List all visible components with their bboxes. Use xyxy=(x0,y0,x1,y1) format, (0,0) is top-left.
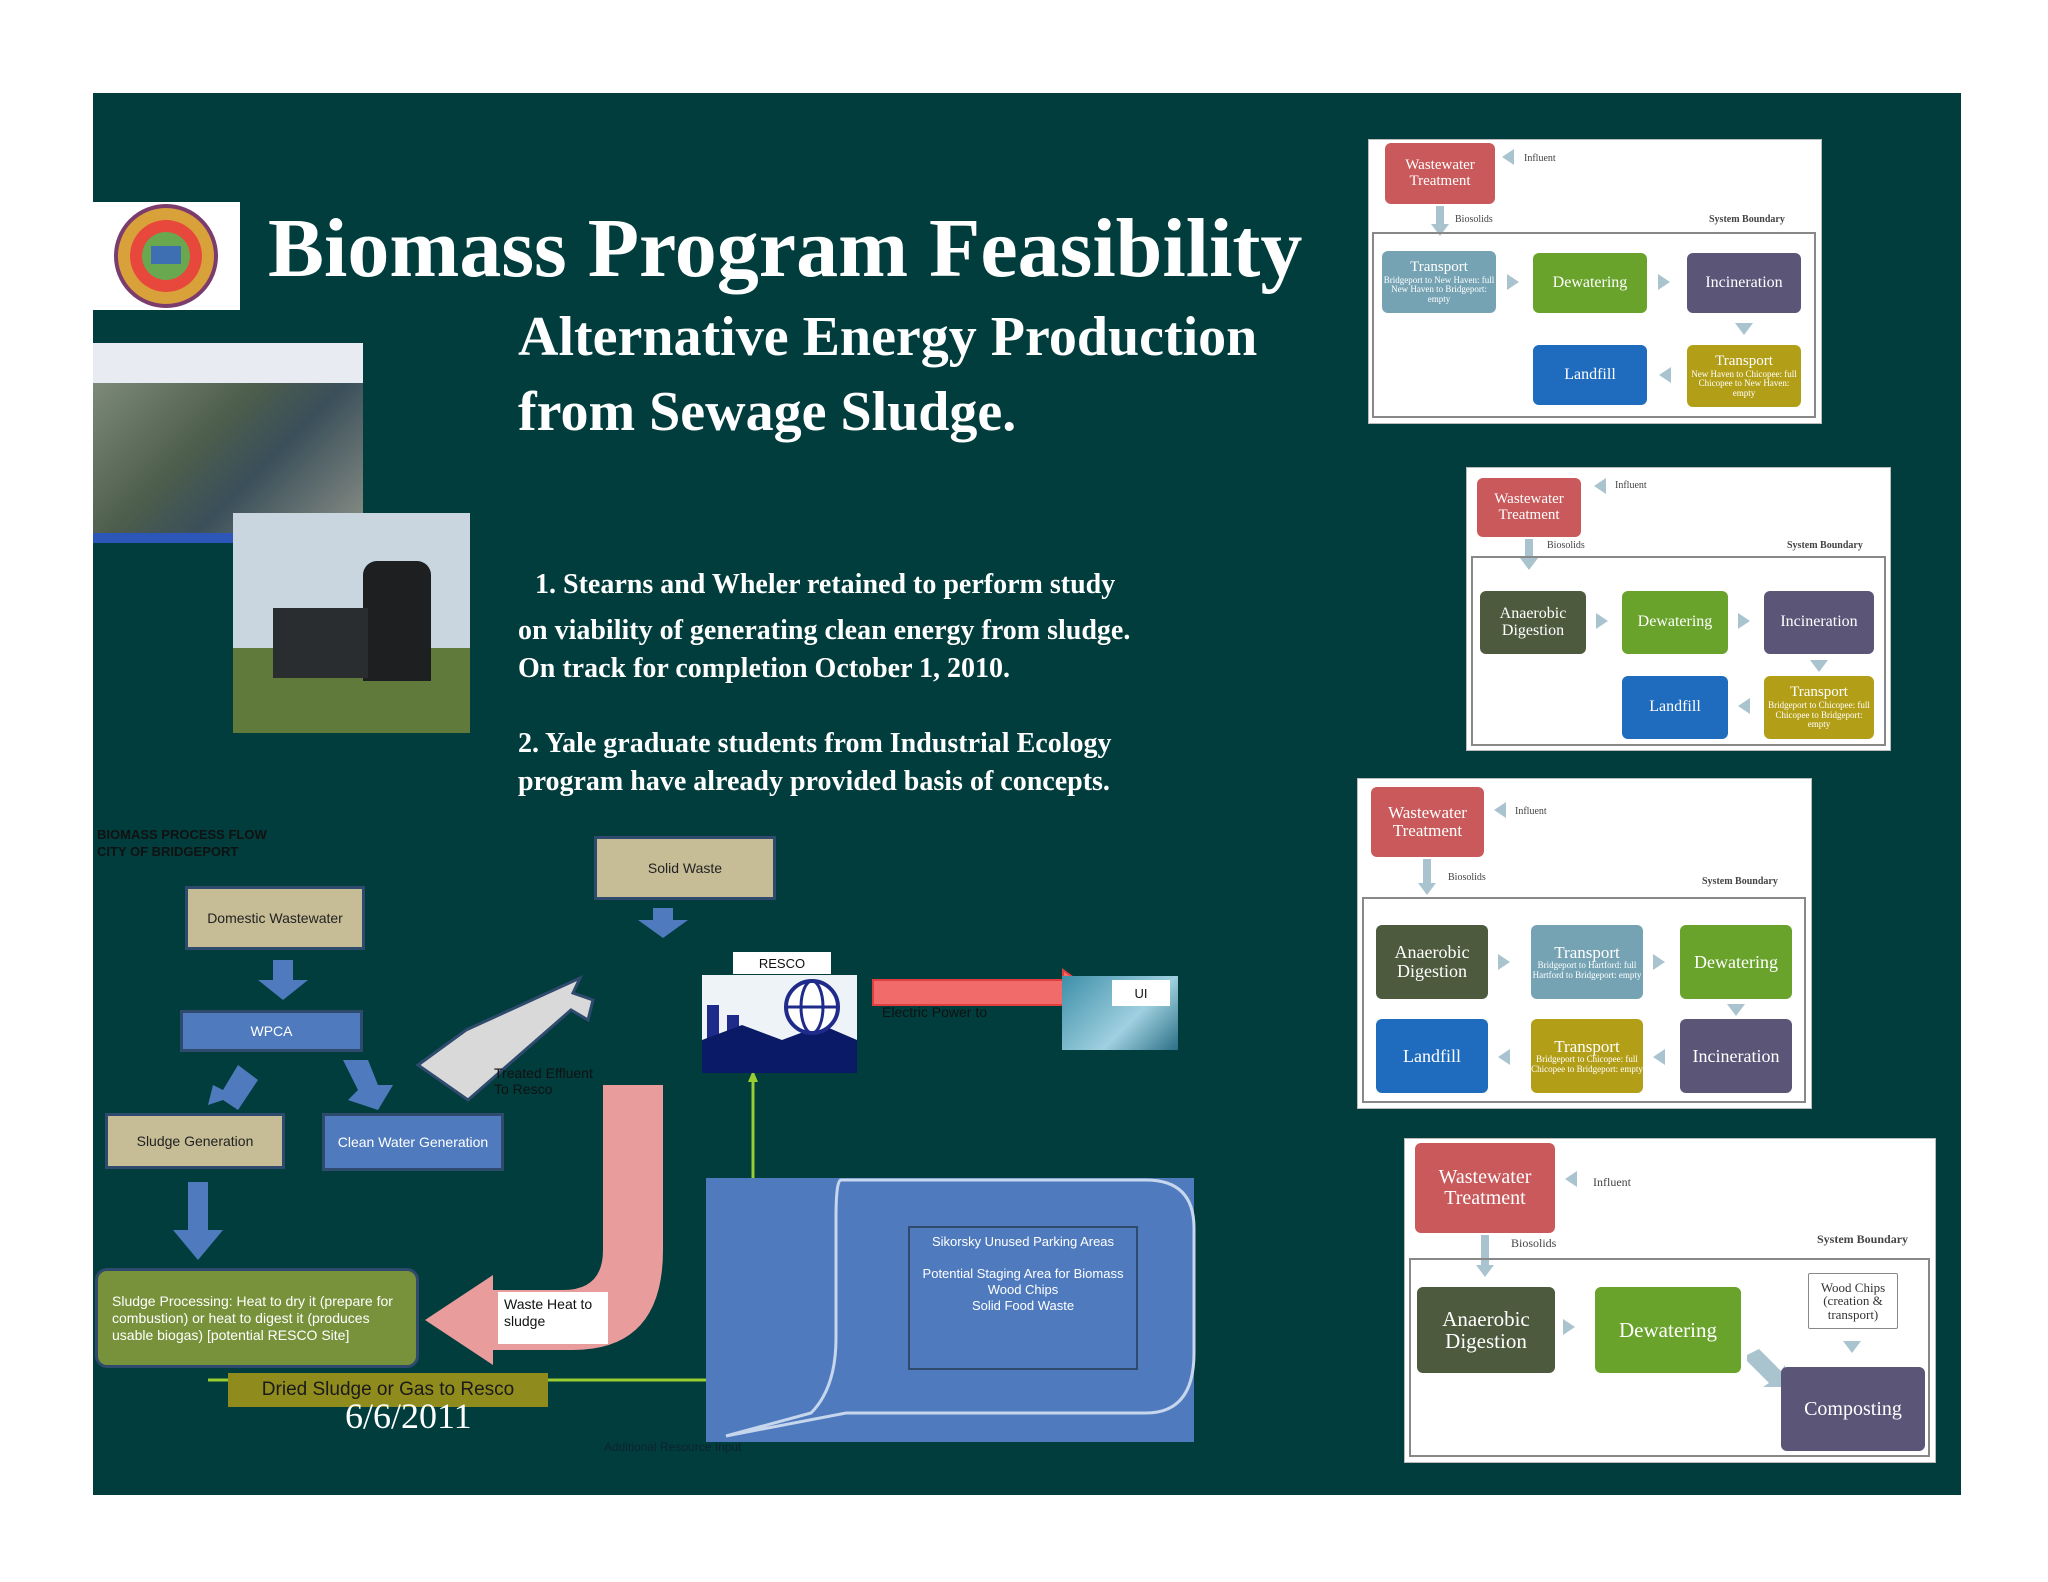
callout-box: Sikorsky Unused Parking Areas Potential … xyxy=(908,1226,1138,1370)
system-boundary-label: System Boundary xyxy=(1702,876,1778,887)
clean-water-generation-box: Clean Water Generation xyxy=(322,1113,504,1171)
dewatering-node: Dewatering xyxy=(1622,591,1728,654)
transport-title: Transport xyxy=(1554,942,1620,962)
point1-line2: on viability of generating clean energy … xyxy=(518,615,1131,646)
treated-effluent-label: Treated Effluent To Resco xyxy=(494,1065,593,1097)
callout-line2: Potential Staging Area for Biomass xyxy=(922,1266,1124,1281)
transport-detail: Chicopee to Bridgeport: empty xyxy=(1531,1063,1643,1074)
point1-line1: 1. Stearns and Wheler retained to perfor… xyxy=(535,569,1116,600)
influent-label: Influent xyxy=(1615,480,1647,491)
point2-line2: program have already provided basis of c… xyxy=(518,766,1110,797)
dewatering-node: Dewatering xyxy=(1533,253,1647,313)
wood-chips-node: Wood Chips (creation & transport) xyxy=(1808,1273,1898,1329)
transport-title: Transport xyxy=(1715,352,1773,369)
resource-input-panel xyxy=(706,1178,1194,1442)
incineration-node: Incineration xyxy=(1687,253,1801,313)
transport-detail: Chicopee to New Haven: empty xyxy=(1698,378,1790,398)
diagram-1: Wastewater Treatment Influent Biosolids … xyxy=(1368,139,1822,424)
diagram-2: Wastewater Treatment Influent Biosolids … xyxy=(1466,467,1891,751)
transport-detail: Bridgeport to Chicopee: full xyxy=(1536,1054,1638,1065)
anaerobic-digestion-node: Anaerobic Digestion xyxy=(1480,591,1586,654)
callout-line4: Solid Food Waste xyxy=(971,1298,1075,1313)
transport-detail: Bridgeport to Chicopee: full xyxy=(1768,700,1870,711)
date-label: 6/6/2011 xyxy=(345,1396,472,1436)
dried-sludge-banner: Dried Sludge or Gas to Resco xyxy=(228,1373,548,1407)
transport-title: Transport xyxy=(1554,1036,1620,1056)
influent-label: Influent xyxy=(1524,153,1556,164)
map-screenshot xyxy=(93,343,363,543)
sludge-generation-box: Sludge Generation xyxy=(105,1113,285,1169)
diagram-3: Wastewater Treatment Influent Biosolids … xyxy=(1357,778,1812,1109)
point1-line3: On track for completion October 1, 2010. xyxy=(518,653,1011,684)
landfill-node: Landfill xyxy=(1533,345,1647,405)
anaerobic-digestion-node: Anaerobic Digestion xyxy=(1417,1287,1555,1373)
incineration-node: Incineration xyxy=(1764,591,1874,654)
transport-node: Transport Bridgeport to Chicopee: full C… xyxy=(1764,676,1874,739)
transport-detail: Hartford to Bridgeport: empty xyxy=(1532,969,1642,980)
anaerobic-digestion-node: Anaerobic Digestion xyxy=(1376,925,1488,999)
biosolids-label: Biosolids xyxy=(1448,872,1486,883)
transport-title: Transport xyxy=(1790,684,1848,701)
callout-line1: Sikorsky Unused Parking Areas xyxy=(931,1234,1115,1249)
landfill-node: Landfill xyxy=(1376,1019,1488,1093)
system-boundary-label: System Boundary xyxy=(1817,1232,1909,1246)
sludge-processing-box: Sludge Processing: Heat to dry it (prepa… xyxy=(95,1268,419,1368)
influent-label: Influent xyxy=(1593,1175,1631,1189)
solid-waste-box: Solid Waste xyxy=(594,836,776,900)
system-boundary-label: System Boundary xyxy=(1787,540,1863,551)
wastewater-node: Wastewater Treatment xyxy=(1385,143,1495,204)
resco-label: RESCO xyxy=(733,952,831,974)
city-seal xyxy=(93,202,240,310)
callout-line3: Wood Chips xyxy=(987,1282,1059,1297)
digester-photo xyxy=(233,513,470,733)
wastewater-node: Wastewater Treatment xyxy=(1477,478,1581,537)
transport-detail: Bridgeport to Hartford: full xyxy=(1537,960,1637,971)
dewatering-node: Dewatering xyxy=(1680,925,1792,999)
composting-node: Composting xyxy=(1781,1367,1925,1451)
electric-power-label: Electric Power to xyxy=(882,1004,988,1020)
additional-input-label: Additional Resource Input xyxy=(604,1440,742,1454)
subtitle: Alternative Energy Production from Sewag… xyxy=(518,306,1258,443)
transport-title: Transport xyxy=(1410,258,1468,275)
transport-node-1: Transport Bridgeport to New Haven: full … xyxy=(1382,251,1496,313)
ui-label: UI xyxy=(1112,980,1170,1006)
process-flow-heading-line1: BIOMASS PROCESS FLOW xyxy=(97,827,267,842)
transport-detail: Bridgeport to New Haven: full xyxy=(1383,274,1495,285)
transport-detail: New Haven to Bridgeport: empty xyxy=(1391,284,1487,304)
transport-detail: Chicopee to Bridgeport: empty xyxy=(1775,709,1863,730)
transport-detail: New Haven to Chicopee: full xyxy=(1691,368,1797,379)
transport-node-2: Transport New Haven to Chicopee: full Ch… xyxy=(1687,345,1801,407)
landfill-node: Landfill xyxy=(1622,676,1728,739)
dewatering-node: Dewatering xyxy=(1595,1287,1741,1373)
influent-label: Influent xyxy=(1515,806,1547,817)
waste-heat-label: Waste Heat to sludge xyxy=(498,1292,608,1344)
wpca-box: WPCA xyxy=(180,1010,363,1052)
diagram-4: Wastewater Treatment Influent Biosolids … xyxy=(1404,1138,1936,1463)
resco-factory-icon xyxy=(702,975,857,1073)
wastewater-node: Wastewater Treatment xyxy=(1371,787,1484,857)
biosolids-label: Biosolids xyxy=(1455,214,1493,225)
transport-node-2: Transport Bridgeport to Chicopee: full C… xyxy=(1531,1019,1643,1093)
page-title: Biomass Program Feasibility xyxy=(268,202,1303,295)
system-boundary-label: System Boundary xyxy=(1709,214,1785,225)
wastewater-node: Wastewater Treatment xyxy=(1415,1143,1555,1233)
biosolids-label: Biosolids xyxy=(1511,1236,1557,1250)
domestic-wastewater-box: Domestic Wastewater xyxy=(185,886,365,950)
biosolids-label: Biosolids xyxy=(1547,540,1585,551)
point2-line1: 2. Yale graduate students from Industria… xyxy=(518,728,1112,759)
incineration-node: Incineration xyxy=(1680,1019,1792,1093)
speech-bubble-outline xyxy=(725,1178,1196,1438)
process-flow-heading: BIOMASS PROCESS FLOW CITY OF BRIDGEPORT xyxy=(97,826,267,860)
process-flow-heading-line2: CITY OF BRIDGEPORT xyxy=(97,844,239,859)
transport-node-1: Transport Bridgeport to Hartford: full H… xyxy=(1531,925,1643,999)
